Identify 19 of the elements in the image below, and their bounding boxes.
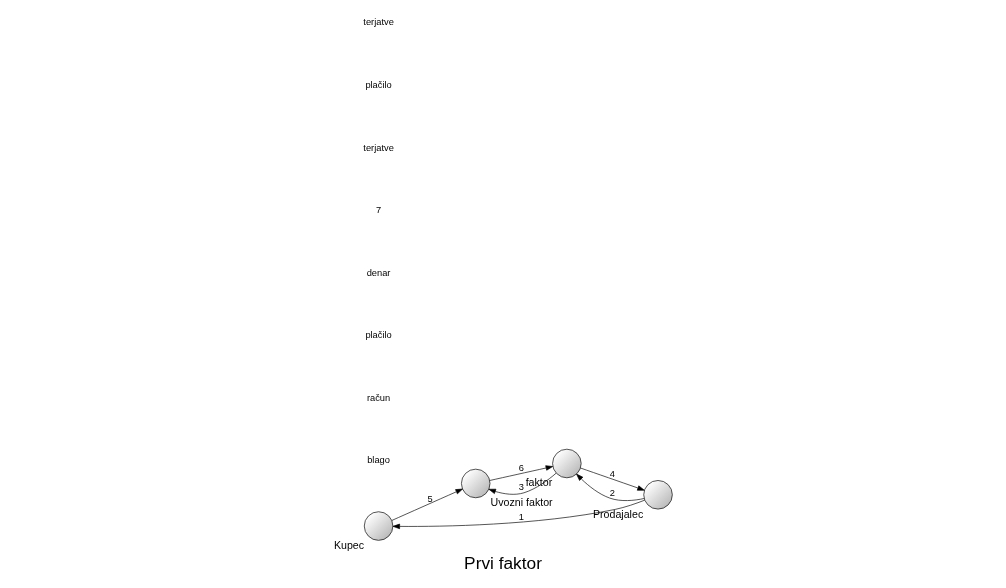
node-label: faktor (525, 476, 553, 489)
edge-label: 4 (609, 468, 616, 479)
edge-label: 5 (427, 493, 433, 504)
label: blago (367, 455, 390, 466)
edge-label: 1 (518, 511, 524, 522)
edge-label: 2 (609, 487, 616, 498)
label: denar (366, 267, 391, 278)
label: terjatve (363, 17, 394, 28)
label: 7 (375, 205, 382, 216)
label: terjatve (363, 142, 394, 153)
node-label: Kupec (333, 538, 365, 551)
edge-label: 3 (518, 482, 524, 493)
node-label: Prodajalec (593, 507, 644, 520)
edge-label: 6 (518, 462, 524, 473)
node-label: Uvozni faktor (490, 496, 553, 509)
label: račun (366, 392, 391, 403)
label: plačilo (365, 80, 392, 91)
caption: Prvi faktor (464, 552, 542, 573)
label: plačilo (365, 330, 392, 341)
